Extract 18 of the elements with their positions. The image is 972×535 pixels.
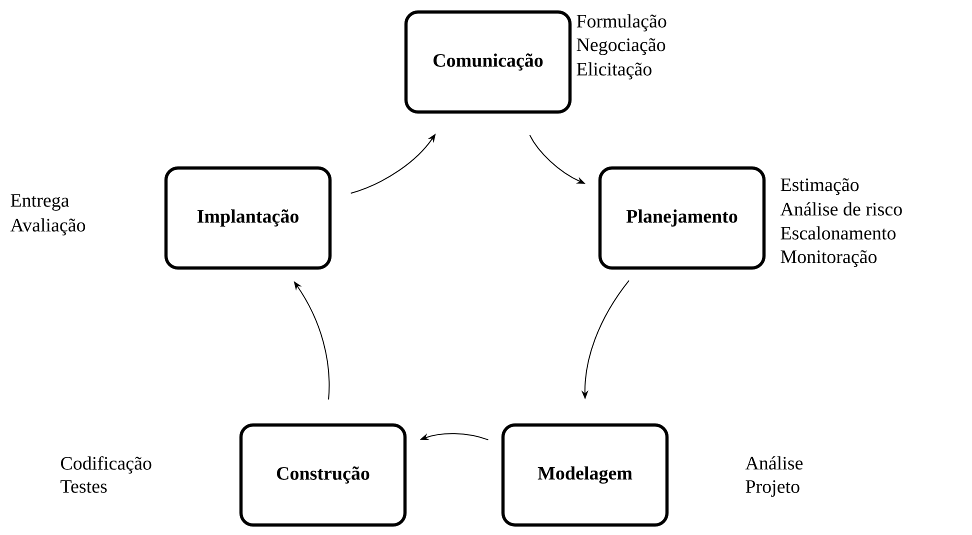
- process-box: Modelagem: [501, 423, 669, 527]
- side-text: Monitoração: [780, 250, 877, 268]
- side-text: Análise de risco: [780, 202, 902, 216]
- side-text: Escalonamento: [780, 226, 896, 240]
- side-text: Avaliação: [10, 218, 86, 236]
- side-text: Formulação: [576, 14, 666, 32]
- process-box: Construção: [239, 423, 407, 527]
- process-box: Planejamento: [598, 166, 766, 270]
- side-text: Codificação: [61, 456, 152, 474]
- side-text: Testes: [60, 480, 107, 493]
- side-text: Negociação: [576, 38, 666, 56]
- side-text: Projeto: [746, 480, 800, 497]
- side-text: Estimação: [780, 178, 859, 196]
- process-box: Comunicação: [404, 10, 572, 114]
- side-text: Entrega: [10, 194, 70, 211]
- side-text: Análise: [745, 456, 803, 470]
- process-box: Implantação: [164, 166, 332, 270]
- side-text: Elicitação: [576, 62, 652, 80]
